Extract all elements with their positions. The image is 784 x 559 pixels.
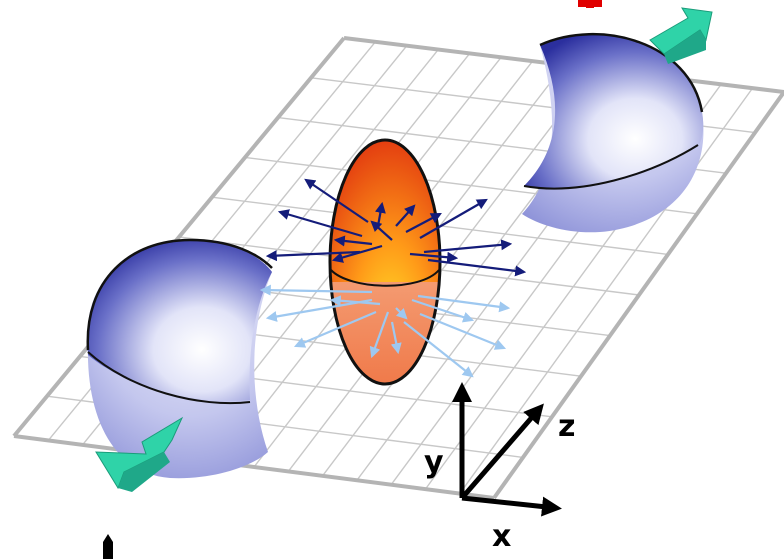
flow-arrow	[419, 198, 488, 239]
motion-arrow-left	[95, 416, 184, 492]
flow-arrows-upper	[265, 178, 527, 277]
axis-label-z: z	[558, 409, 575, 444]
axis-label-y: y	[424, 445, 444, 480]
flow-arrow	[277, 209, 363, 238]
flow-arrow	[265, 298, 373, 322]
flow-arrow	[333, 235, 373, 247]
title-fragment	[578, 0, 602, 8]
axis-triad: y z x	[424, 382, 575, 554]
flow-arrow	[427, 258, 527, 277]
flow-arrow	[370, 220, 393, 241]
flow-arrow	[411, 298, 475, 323]
flow-arrow	[395, 204, 416, 227]
flow-arrow	[390, 321, 402, 355]
flow-arrows-lower	[259, 284, 511, 378]
flow-arrow	[417, 294, 511, 313]
grid-border	[12, 36, 346, 438]
grid-border	[13, 434, 495, 500]
flow-arrow	[329, 295, 381, 307]
flow-arrow	[293, 310, 377, 348]
partial-glyph	[103, 534, 113, 559]
flow-arrow	[369, 311, 390, 359]
flow-arrow	[265, 250, 361, 262]
motion-arrow-right	[649, 7, 713, 64]
flow-arrow	[403, 321, 474, 378]
grid-border	[492, 90, 784, 500]
fireball-ellipsoid	[328, 138, 442, 386]
axis-label-x: x	[492, 519, 511, 554]
flow-arrow	[331, 244, 383, 263]
flow-arrow	[405, 212, 442, 233]
flow-arrow	[259, 284, 373, 296]
flow-arrow	[419, 312, 507, 350]
flow-arrow	[423, 239, 513, 254]
flow-arrow	[395, 307, 408, 320]
right-nucleus	[522, 32, 704, 233]
flow-arrow	[409, 251, 459, 263]
flow-arrow	[304, 178, 369, 223]
left-nucleus	[86, 238, 273, 479]
